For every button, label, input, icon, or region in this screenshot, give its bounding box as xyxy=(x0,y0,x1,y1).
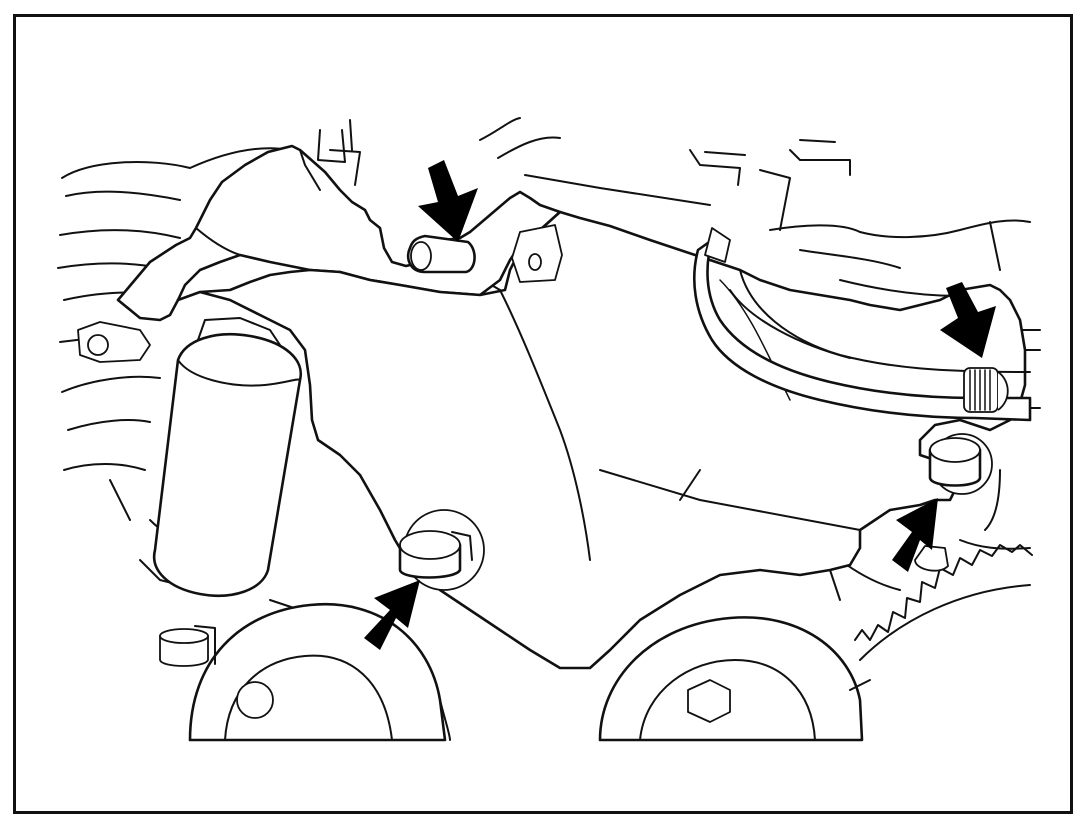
hose-clamp xyxy=(963,367,1009,413)
arrow-hose-clamp xyxy=(940,282,996,358)
timing-cover xyxy=(176,210,1027,670)
lower-right-bolt xyxy=(914,433,993,572)
small-left-bolt xyxy=(159,625,216,667)
coolant-hose xyxy=(692,227,1032,422)
left-sensor-bracket xyxy=(77,321,151,363)
arrow-center-bolt xyxy=(364,580,420,650)
arrow-top-bolt xyxy=(418,160,478,242)
crank-gear xyxy=(849,544,1033,691)
right-pulley xyxy=(598,616,864,742)
upper-bracket xyxy=(116,144,562,322)
callout-arrows xyxy=(364,160,996,650)
cover-tab xyxy=(511,224,563,283)
oil-filter xyxy=(152,317,303,598)
left-pulley xyxy=(188,602,451,742)
center-bolt xyxy=(398,509,485,591)
upper-left-bolt xyxy=(406,234,476,274)
arrow-right-bolt xyxy=(892,498,938,572)
